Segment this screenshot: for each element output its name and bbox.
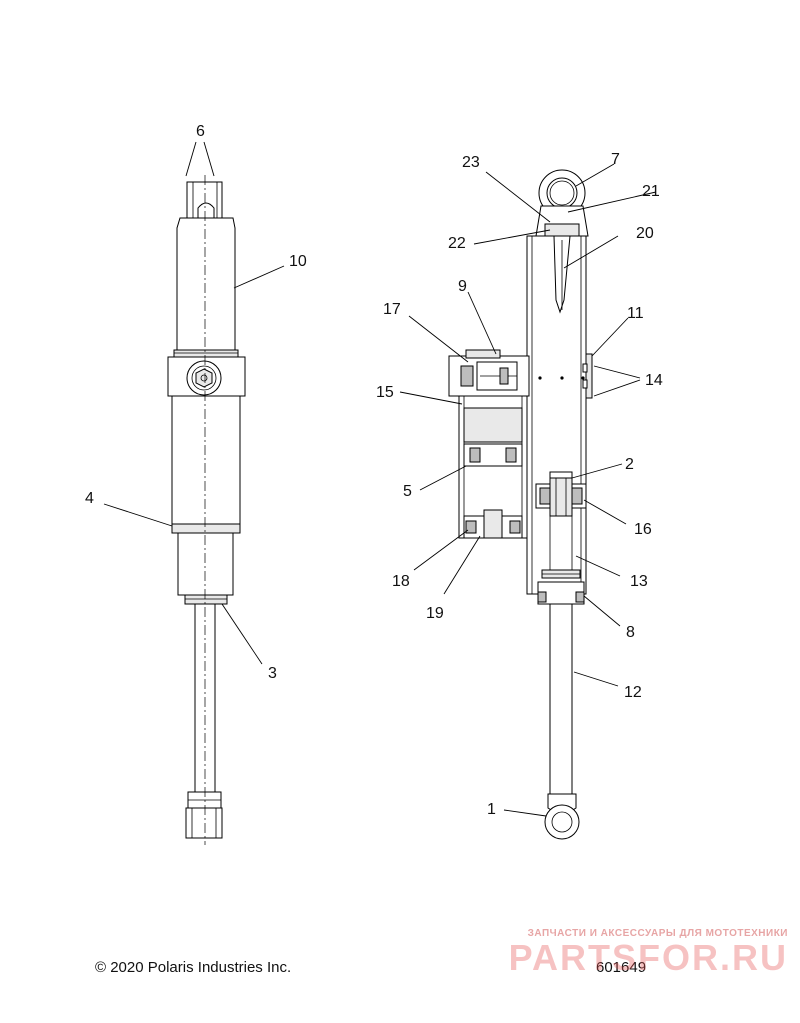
callout-15: 15	[376, 384, 394, 401]
watermark-brand: PARTSFOR.RU	[508, 937, 788, 978]
upper-collar	[173, 349, 239, 358]
leader-lines	[103, 141, 657, 817]
callout-labels: 6 10 4 3 23 7 21 22 20 9 17 11 14 15 2 5…	[85, 123, 663, 818]
callout-16: 16	[634, 521, 652, 538]
watermark-tagline: ЗАПЧАСТИ И АКСЕССУАРЫ ДЛЯ МОТОТЕХНИКИ	[527, 928, 788, 939]
callout-11: 11	[627, 305, 644, 322]
body-band	[171, 523, 241, 534]
callout-6: 6	[196, 123, 205, 140]
callout-20: 20	[636, 225, 654, 242]
callout-12: 12	[624, 684, 642, 701]
callout-8: 8	[626, 624, 635, 641]
bushing	[546, 177, 578, 209]
lower-eye	[544, 804, 580, 840]
shaft-section	[549, 603, 573, 795]
callout-3: 3	[268, 665, 277, 682]
callout-5: 5	[403, 483, 412, 500]
watermark: ЗАПЧАСТИ И АКСЕССУАРЫ ДЛЯ МОТОТЕХНИКИ PA…	[488, 928, 788, 979]
callout-9: 9	[458, 278, 467, 295]
callout-18: 18	[392, 573, 410, 590]
shock-exterior-view	[167, 175, 246, 845]
callout-22: 22	[448, 235, 466, 252]
callout-14: 14	[645, 372, 663, 389]
copyright-notice: © 2020 Polaris Industries Inc.	[95, 959, 292, 976]
shock-section-view	[448, 169, 593, 840]
callout-23: 23	[462, 154, 480, 171]
lower-body	[177, 532, 234, 596]
upper-body	[176, 217, 236, 351]
callout-19: 19	[426, 605, 444, 622]
callout-2: 2	[625, 456, 634, 473]
callout-21: 21	[642, 183, 660, 200]
callout-17: 17	[383, 301, 401, 318]
main-body	[171, 395, 241, 525]
callout-7: 7	[611, 151, 620, 168]
callout-10: 10	[289, 253, 307, 270]
callout-1: 1	[487, 801, 496, 818]
callout-4: 4	[85, 490, 94, 507]
callout-13: 13	[630, 573, 648, 590]
body-cap	[184, 594, 228, 605]
drawing-number: 601649	[596, 959, 647, 976]
